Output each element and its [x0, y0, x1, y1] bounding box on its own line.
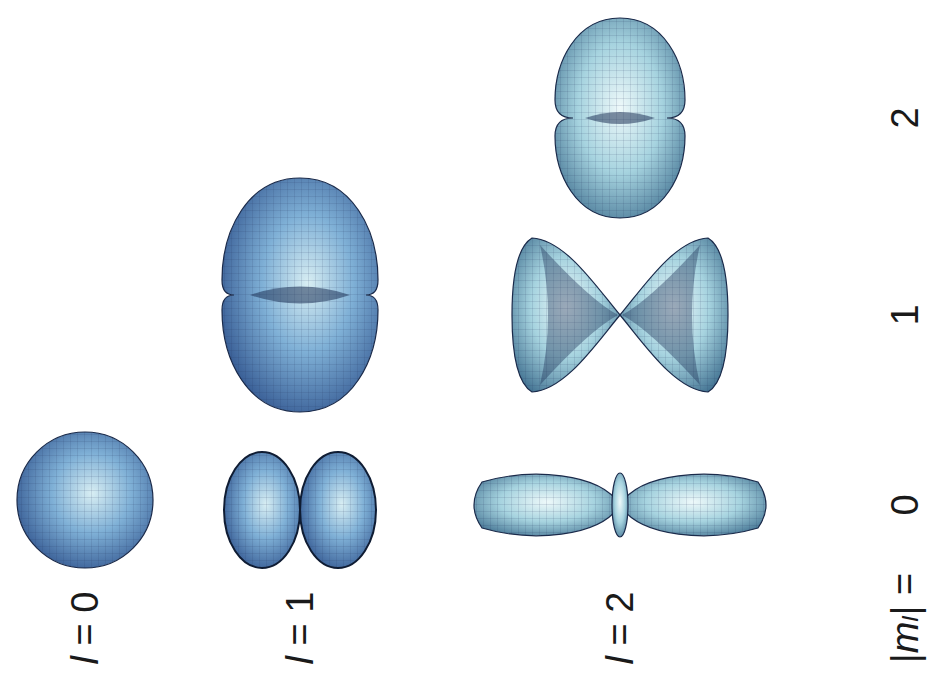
axis-label: |mₗ| = — [886, 573, 924, 663]
p1-orbital — [222, 178, 378, 412]
d0-orbital — [474, 473, 766, 537]
row-label: l = 1 — [281, 592, 319, 665]
column-number: 0 — [886, 494, 924, 515]
column-number: 2 — [886, 107, 924, 128]
d2-orbital — [555, 18, 685, 218]
row-label: l = 2 — [601, 592, 639, 665]
row-label: l = 0 — [66, 592, 104, 665]
s-orbital — [17, 432, 153, 568]
column-number: 1 — [886, 304, 924, 325]
d1-orbital — [512, 238, 728, 392]
p0-orbital — [224, 452, 376, 568]
